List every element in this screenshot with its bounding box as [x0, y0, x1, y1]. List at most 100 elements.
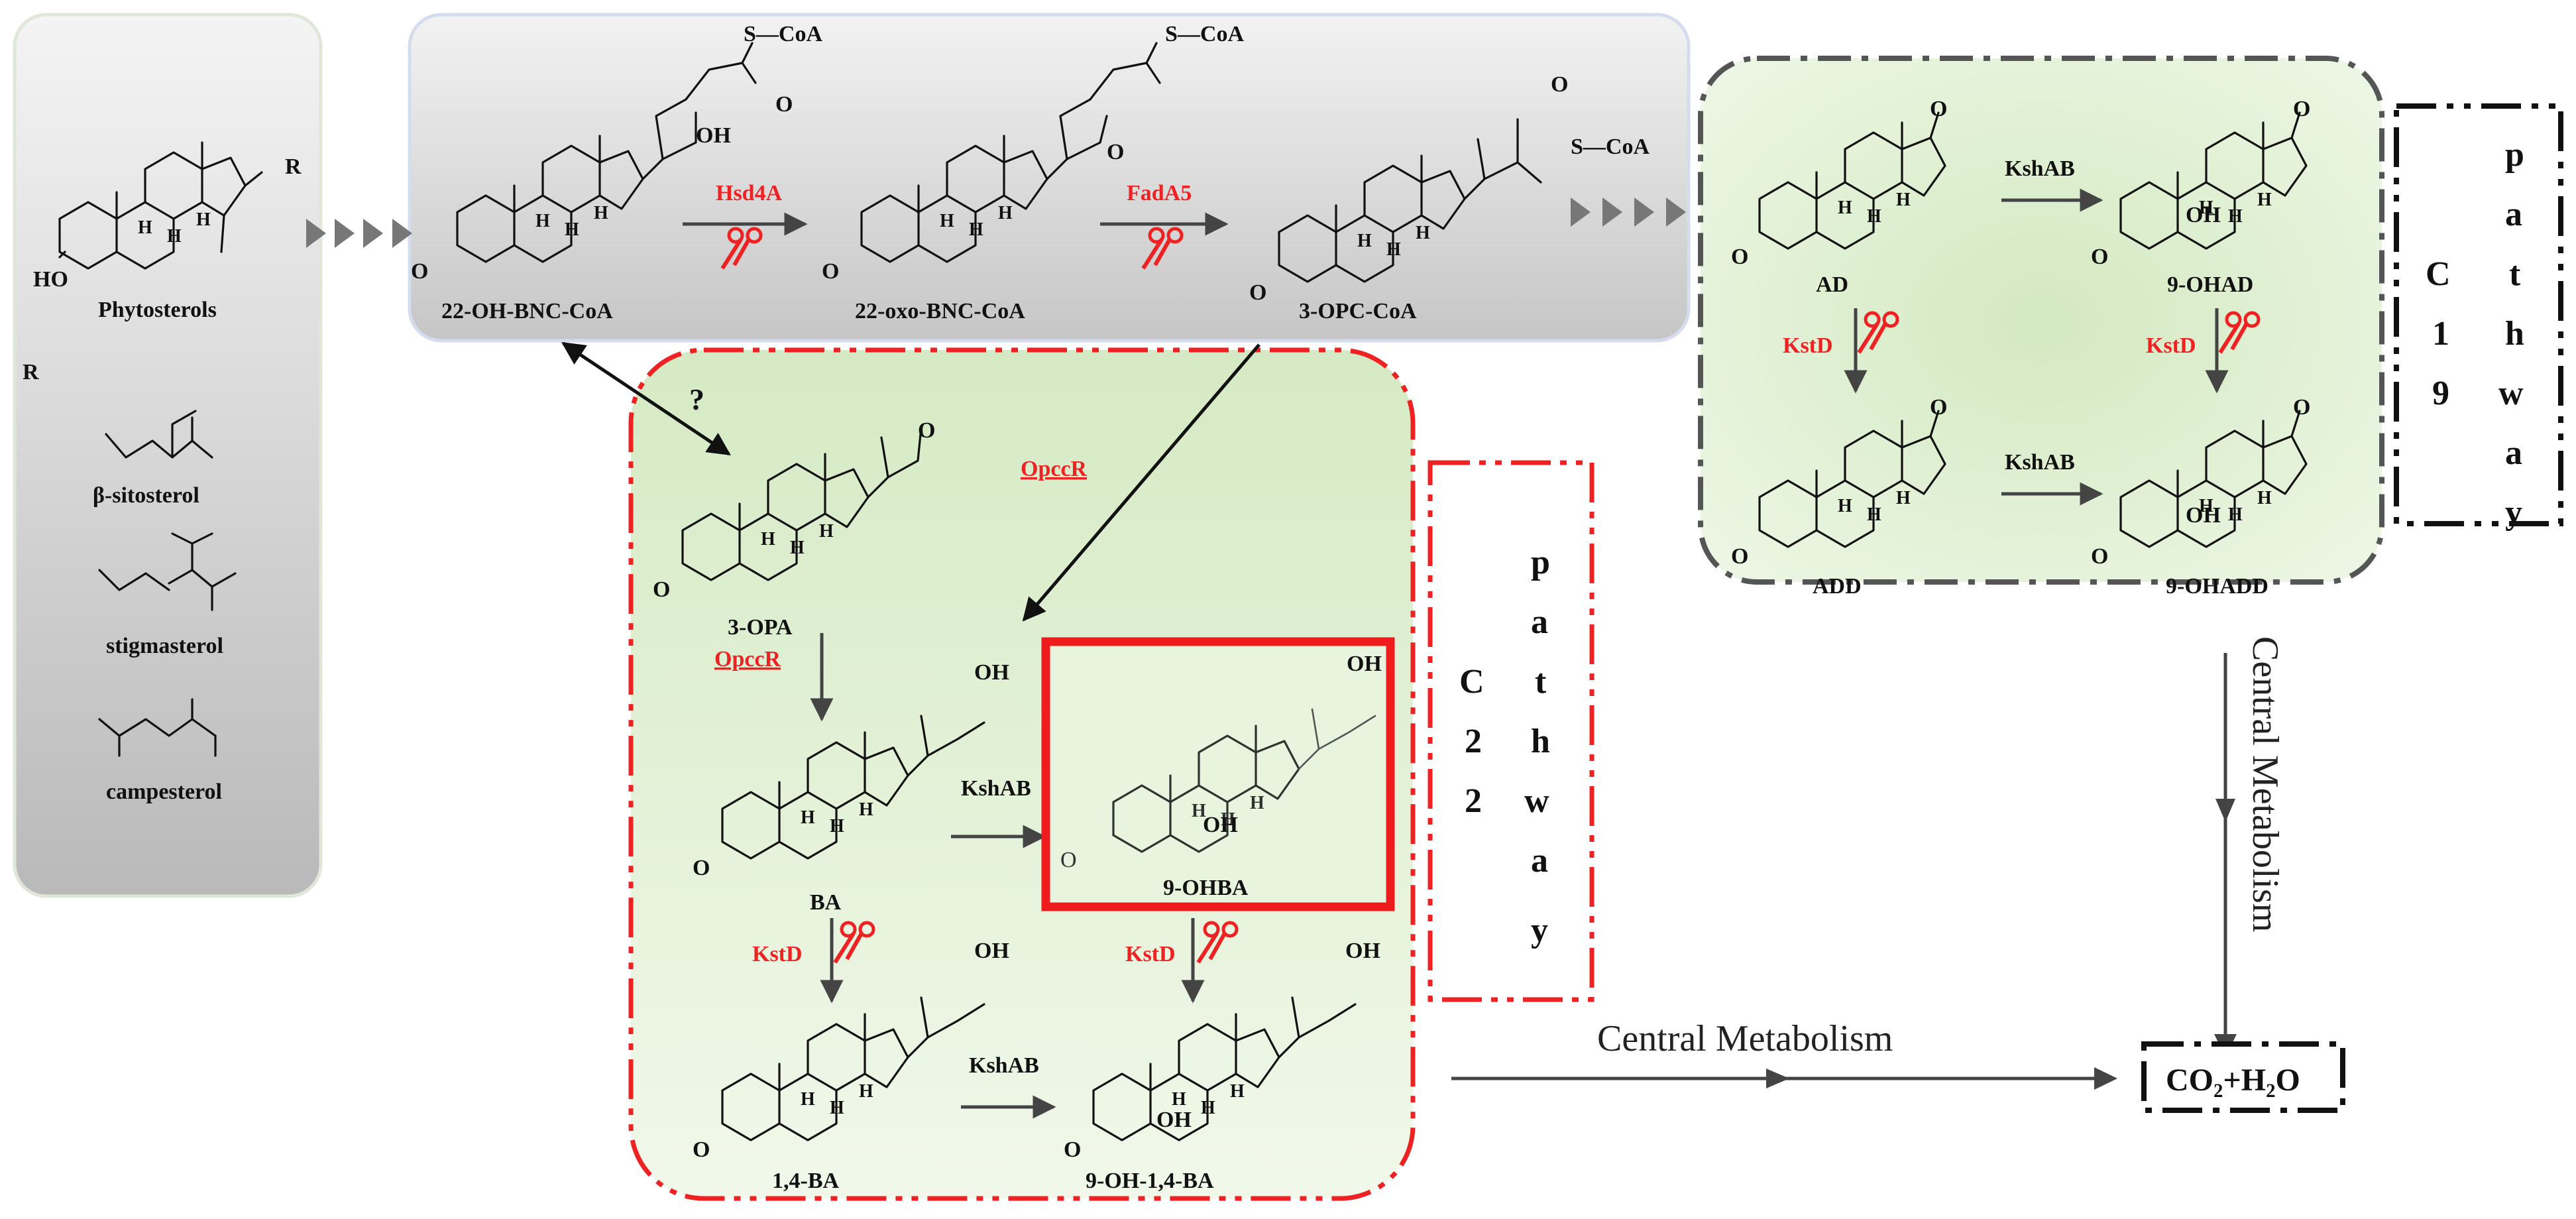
- enzyme-kshab-14ba: KshAB: [969, 1053, 1039, 1078]
- oh-9ohba: OH: [1347, 652, 1382, 676]
- cmp-3-opa: 3-OPA: [728, 615, 793, 640]
- c22-letter-0: C: [1459, 663, 1484, 701]
- scissors-icon: [833, 921, 875, 964]
- central-arrowhead-h: [2094, 1067, 2117, 1090]
- oh-1: OH: [696, 123, 731, 148]
- sitosterol-chain: [105, 410, 213, 459]
- oh-9ohad: OH: [2186, 203, 2221, 227]
- enzyme-opccr-top: OpccR: [1021, 457, 1088, 481]
- sub-stigmasterol: stigmasterol: [106, 634, 223, 658]
- oh-9oh14ba-ring: OH: [1156, 1108, 1192, 1132]
- cmp-9-oh-1-4-ba: 9-OH-1,4-BA: [1086, 1169, 1214, 1193]
- enzyme-fada5: FadA5: [1127, 181, 1192, 205]
- cmp-9-ohadd: 9-OHADD: [2166, 574, 2268, 599]
- c19-word-4: w: [2498, 375, 2524, 412]
- cmp-22-oh-bnc-coa: 22-OH-BNC-CoA: [441, 299, 613, 323]
- o-14ba: O: [693, 1137, 710, 1162]
- cmp-3-opc-coa: 3-OPC-CoA: [1299, 299, 1417, 323]
- enzyme-opccr: OpccR: [714, 647, 781, 671]
- c22-letter-2: 2: [1465, 782, 1482, 820]
- bidirectional-arrow: [561, 341, 731, 456]
- struct-ba: [721, 715, 985, 860]
- o-9ohadd-b: O: [2293, 395, 2310, 420]
- cmp-ba: BA: [810, 890, 842, 915]
- o-3b: O: [1551, 72, 1568, 97]
- enzyme-kshab-ad: KshAB: [2005, 156, 2075, 181]
- arrows-left: [306, 219, 412, 248]
- o-9ohad-b: O: [2293, 97, 2310, 121]
- oh-9ohba-ring: OH: [1203, 813, 1238, 837]
- c19-label-box: [2394, 103, 2563, 526]
- phytosterol-structure: [58, 141, 263, 270]
- o-ad-b: O: [1930, 97, 1947, 121]
- c19-letter-1: 1: [2432, 315, 2449, 353]
- c19-word-1: a: [2505, 196, 2522, 233]
- struct-3-opc-coa: [1278, 118, 1542, 283]
- c22-word-3: h: [1531, 723, 1550, 760]
- central-label-v: Central Metabolism: [2245, 636, 2286, 932]
- oh-9ohadd: OH: [2186, 503, 2221, 528]
- struct-add: [1758, 410, 1946, 548]
- question-mark: ?: [689, 382, 704, 416]
- struct-9-ohad: [2119, 111, 2308, 250]
- o-ad: O: [1731, 245, 1748, 269]
- enzyme-kstd-ba: KstD: [752, 942, 803, 966]
- c19-pathway-panel: [1698, 56, 2384, 585]
- scissors-icon: [720, 227, 763, 270]
- central-midarrow-v: [2215, 799, 2235, 822]
- enzyme-kshab-ba: KshAB: [961, 776, 1031, 801]
- central-midarrow-h: [1766, 1069, 1789, 1088]
- o-9ohba: O: [1060, 848, 1077, 872]
- phyto-ho: HO: [33, 267, 68, 292]
- enzyme-kstd-9ohba: KstD: [1125, 942, 1176, 966]
- enzyme-kstd-9ohad: KstD: [2146, 333, 2196, 358]
- coa-3: S—CoA: [1571, 135, 1650, 159]
- o-1b: O: [775, 92, 793, 117]
- c22-word-6: y: [1531, 911, 1548, 949]
- r-group-label: R: [23, 360, 39, 384]
- scissors-icon: [1857, 311, 1899, 354]
- phyto-r-side: R: [285, 154, 302, 179]
- scissors-icon: [2218, 311, 2261, 354]
- o-2: O: [822, 259, 839, 284]
- enzyme-kstd-ad: KstD: [1783, 333, 1833, 358]
- scissors-icon: [1196, 921, 1239, 964]
- c19-letter-0: C: [2426, 255, 2451, 293]
- central-label-h: Central Metabolism: [1597, 1018, 1893, 1059]
- coa-1: S—CoA: [744, 22, 822, 46]
- cmp-9-ohad: 9-OHAD: [2167, 272, 2253, 297]
- c22-word-5: a: [1531, 842, 1548, 880]
- struct-9-oh-1-4-ba: [1092, 996, 1357, 1141]
- oh-14ba: OH: [974, 939, 1009, 963]
- struct-9-ohadd: [2119, 410, 2308, 548]
- arrows-right: [1571, 198, 1686, 227]
- c19-word-0: p: [2505, 136, 2524, 174]
- o-opa: O: [653, 577, 670, 602]
- c19-word-6: y: [2505, 494, 2522, 532]
- struct-3-opa: [681, 426, 923, 581]
- c19-letter-2: 9: [2432, 375, 2449, 412]
- coa-2: S—CoA: [1165, 22, 1244, 46]
- struct-22-oxo-bnc-coa: [860, 42, 1161, 263]
- c19-word-2: t: [2509, 255, 2521, 293]
- cmp-22-oxo-bnc-coa: 22-oxo-BNC-CoA: [855, 299, 1025, 323]
- c22-label-box: [1428, 460, 1595, 1002]
- c22-letter-1: 2: [1465, 723, 1482, 760]
- c19-word-3: h: [2505, 315, 2524, 353]
- cmp-ad: AD: [1816, 272, 1848, 297]
- phytosterols-title: Phytosterols: [98, 298, 217, 322]
- cmp-9-ohba: 9-OHBA: [1163, 876, 1249, 900]
- enzyme-kshab-add: KshAB: [2005, 450, 2075, 475]
- c22-word-1: a: [1531, 603, 1548, 641]
- c19-word-5: a: [2505, 434, 2522, 472]
- o-9oh14ba: O: [1064, 1137, 1081, 1162]
- struct-22-oh-bnc-coa: [456, 42, 757, 263]
- product-label: CO₂+H₂O: [2166, 1063, 2300, 1098]
- struct-1-4-ba: [721, 996, 985, 1141]
- o-9ohad: O: [2091, 245, 2108, 269]
- cmp-1-4-ba: 1,4-BA: [772, 1169, 840, 1193]
- o-opa-b: O: [918, 418, 935, 443]
- oh-9oh14ba: OH: [1345, 939, 1380, 963]
